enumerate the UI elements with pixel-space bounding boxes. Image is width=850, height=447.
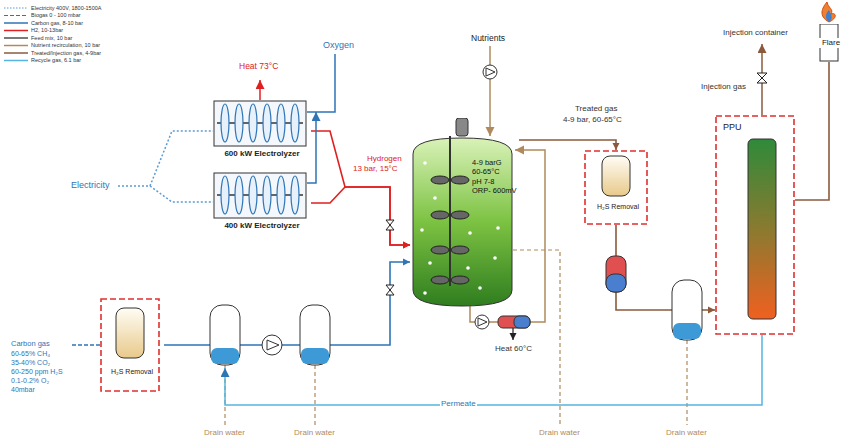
annotation-label: Treated gas xyxy=(574,104,618,113)
legend-line-sample xyxy=(4,37,28,38)
annotation-label: Injection gas xyxy=(700,82,747,91)
process-node: PPU xyxy=(715,115,795,335)
node-shape xyxy=(584,150,648,225)
node-shape xyxy=(100,298,160,392)
node-label: 4-9 barG xyxy=(472,158,517,167)
legend-text: Feed mix, 10 bar xyxy=(31,35,72,41)
annotation-label: Nutrients xyxy=(470,34,506,44)
legend-text: Biogas 0 - 100 mbar xyxy=(31,12,81,18)
parameter-list: 4-9 barG60-65°CpH 7-8ORP- 600mV xyxy=(472,158,517,196)
legend-text: Nutrient recirculation, 10 bar xyxy=(31,42,100,48)
process-node: H₂S Removal xyxy=(584,150,652,225)
annotation-label: 0.1-0.2% O₂ xyxy=(10,377,50,385)
process-node: 600 kW Electrolyzer xyxy=(213,100,311,162)
legend-text: Carbon gas, 8-10 bar xyxy=(31,20,83,26)
annotation-label: Drain water xyxy=(203,428,246,437)
process-node: 4-9 barG60-65°CpH 7-8ORP- 600mV xyxy=(410,118,519,308)
legend-line-sample xyxy=(4,22,28,24)
legend-line-sample xyxy=(4,60,28,62)
node-label: 60-65°C xyxy=(472,167,517,176)
flow-line xyxy=(311,187,410,249)
flow-line xyxy=(795,62,829,200)
node-label: pH 7-8 xyxy=(472,177,517,186)
node-label: 600 kW Electrolyzer xyxy=(213,149,311,159)
annotation-label: Hydrogen xyxy=(366,154,403,163)
node-label: H₂S Removal xyxy=(100,368,164,377)
legend-line-sample xyxy=(4,52,28,54)
annotation-label: Oxygen xyxy=(322,40,355,50)
flow-line xyxy=(311,131,410,249)
legend-text: Electricity 400V, 1800-1500A xyxy=(31,5,101,11)
flow-line xyxy=(164,259,410,346)
flow-line xyxy=(519,140,620,150)
node-label: ORP- 600mV xyxy=(472,186,517,195)
process-node: Flare xyxy=(812,24,850,62)
annotation-label: Injection container xyxy=(722,28,789,37)
annotation-label: 60-250 ppm H₂S xyxy=(10,368,64,376)
node-shape xyxy=(410,118,515,308)
annotation-label: Drain water xyxy=(665,428,708,437)
annotation-label: 40mbar xyxy=(10,386,36,394)
annotation-label: 13 bar, 15°C xyxy=(352,164,399,173)
node-label: PPU xyxy=(723,122,742,133)
legend-text: Recycle gas, 6.1 bar xyxy=(31,57,81,63)
annotation-label: Heat 73°C xyxy=(238,62,279,72)
annotation-label: Carbon gas xyxy=(10,340,51,349)
legend-line-sample xyxy=(4,15,28,16)
annotation-label: 4-9 bar, 60-65°C xyxy=(562,115,623,124)
legend-text: Treated/Injection gas, 4-9bar xyxy=(31,50,101,56)
annotation-label: Drain water xyxy=(538,428,581,437)
annotation-label: 35-40% CO₂ xyxy=(10,359,51,367)
annotation-label: Heat 60°C xyxy=(494,344,533,353)
node-label: 400 kW Electrolyzer xyxy=(213,221,311,231)
legend-line-sample xyxy=(4,7,28,8)
legend-text: H2, 10-13bar xyxy=(31,27,63,33)
annotation-label: Permeate xyxy=(440,399,477,408)
legend-line-sample xyxy=(4,30,28,32)
process-node: H₂S Removal xyxy=(100,298,164,392)
node-label: H₂S Removal xyxy=(584,203,652,212)
annotation-label: Electricity xyxy=(70,180,111,190)
node-shape xyxy=(715,115,795,335)
legend-line-sample xyxy=(4,45,28,47)
node-label: Flare xyxy=(812,38,850,48)
process-node: 400 kW Electrolyzer xyxy=(213,172,311,234)
annotation-label: 60-65% CH₄ xyxy=(10,350,51,358)
annotation-label: Drain water xyxy=(293,428,336,437)
